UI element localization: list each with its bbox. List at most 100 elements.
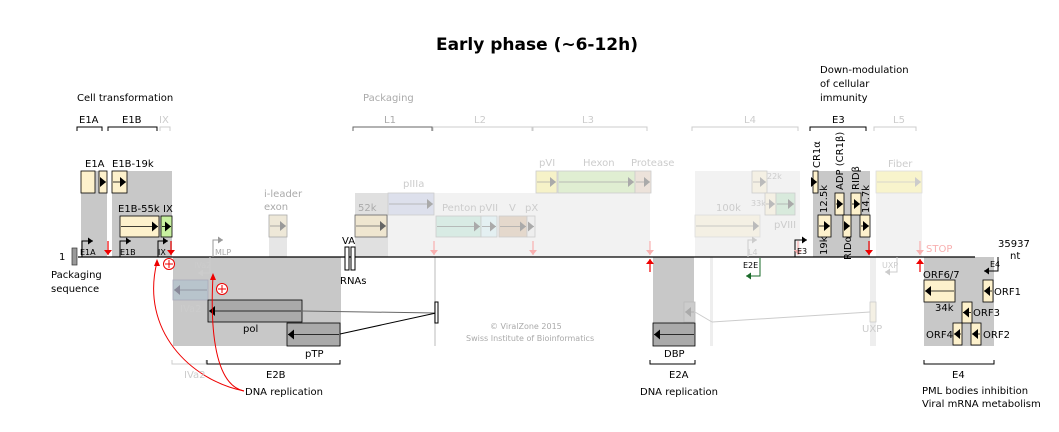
gene-RIDb: RIDβ (851, 166, 862, 190)
tu-E4: E4 (952, 370, 965, 381)
polya-l4-icon-head (794, 250, 802, 255)
mlp-promoter-arrowhead (218, 236, 223, 244)
orf4-arrow-icon (954, 329, 960, 339)
e1a-exon2-arrow-icon (100, 177, 106, 187)
e4-promoter-arrowhead (984, 267, 989, 275)
function-immunity-3: immunity (820, 93, 868, 104)
promoter-E4-label: E4 (990, 260, 1000, 269)
gene-DBP: DBP (664, 349, 685, 360)
gene-ORF1: ORF1 (994, 287, 1021, 298)
piiia-arrow-icon (427, 199, 433, 209)
gene-ORF4: ORF4 (926, 330, 953, 341)
genome-start: 1 (59, 252, 65, 263)
bracket-top-0 (76, 126, 103, 131)
gene-Protease: Protease (631, 158, 674, 169)
function-immunity-1: Down-modulation (820, 65, 909, 76)
gene-UXP: UXP (862, 324, 882, 335)
va-rna-2 (350, 246, 356, 271)
bracket-top-2 (159, 126, 171, 131)
promoter-E1B-label: E1B (120, 248, 136, 257)
tu-E1A: E1A (79, 115, 99, 126)
tu-L5: L5 (893, 115, 905, 126)
tu-E2B: E2B (266, 370, 286, 381)
gene-E1A: E1A (85, 159, 105, 170)
e1a-exon1-box (80, 170, 96, 194)
fiber-arrow-icon (915, 177, 921, 187)
tu-L4: L4 (744, 115, 756, 126)
polya-e2a-icon-head (646, 259, 654, 264)
adp-arrow-icon (837, 199, 843, 209)
promoter-IVa2-label: IVa2 (194, 261, 211, 270)
tu-IX: IX (159, 115, 169, 126)
gene-pVII: pVII (479, 203, 498, 214)
function-cell-transformation: Cell transformation (77, 93, 173, 104)
bracket-top-6 (691, 126, 799, 131)
gene-VA: VA (342, 236, 355, 247)
e3-promoter-arrowhead (802, 236, 807, 244)
e2e-promoter-arrowhead (746, 272, 751, 280)
bracket-bottom-1 (206, 360, 341, 365)
v-arrow-icon (520, 221, 526, 232)
bracket-top-7 (809, 126, 867, 131)
orf6-7-arrow-icon (925, 286, 931, 296)
14-7k-arrow-icon (863, 221, 869, 231)
dna-replication-e2b: DNA replication (245, 387, 323, 398)
e1b-19k-arrow-icon (120, 177, 126, 187)
polya-l5-icon-head (916, 250, 924, 255)
px-arrow-icon (528, 221, 534, 232)
uxp-box (869, 301, 877, 323)
ix-arrow-icon (165, 221, 171, 232)
origin-plus-cross-1 (218, 285, 226, 293)
replication-curve-1-head (154, 259, 160, 266)
22k-arrow-icon (760, 177, 766, 187)
l4-promoter-arrowhead (752, 236, 757, 244)
promoter-IX-label: IX (158, 248, 166, 257)
cr1a-arrow-icon (811, 177, 817, 187)
gene-Hexon: Hexon (583, 158, 615, 169)
origin-plus-cross-0 (165, 260, 173, 268)
bracket-top-5 (532, 126, 648, 131)
promoter-L4-label: L4 (748, 248, 758, 257)
orf3-arrow-icon (963, 307, 969, 318)
bracket-top-3 (352, 126, 433, 131)
tu-IVa2: IVa2 (184, 370, 206, 381)
gene-12-5k: 12.5k (819, 185, 830, 213)
e2b-exon-mark (434, 301, 439, 324)
promoter-UXP-label: UXP (882, 261, 898, 270)
promoter-E2E-label: E2E (743, 261, 758, 270)
gene-pX: pX (525, 203, 538, 214)
tu-E2A: E2A (669, 370, 689, 381)
va-rna-1 (344, 246, 350, 271)
gene-34k: 34k (935, 303, 954, 314)
polya-e3-icon-head (865, 250, 873, 255)
polya-l3-icon-head (646, 250, 654, 255)
33k-arrow-icon (769, 199, 775, 209)
gene-Fiber: Fiber (888, 159, 913, 170)
uxp-promoter-arrowhead (885, 268, 890, 276)
promoter-E1A-label: E1A (80, 248, 96, 257)
gene-pVI: pVI (539, 158, 555, 169)
gene-RNAs: RNAs (340, 276, 366, 287)
hexon-arrow-icon (628, 177, 634, 187)
replication-curve-2-head (210, 273, 216, 280)
credit-1: © ViralZone 2015 (490, 322, 562, 331)
gene-i-leader-1: i-leader (264, 189, 303, 200)
ptp-splice-line (339, 312, 437, 335)
rida-arrow-icon (844, 221, 850, 231)
genome-unit: nt (1010, 251, 1020, 262)
tu-L2: L2 (474, 115, 486, 126)
bracket-top-8 (873, 126, 917, 131)
gene-ORF2: ORF2 (983, 330, 1010, 341)
genome-end: 35937 (998, 239, 1030, 250)
e1b-55k-arrow-icon (152, 221, 158, 232)
gene-i-leader-2: exon (264, 202, 288, 213)
pol-splice-line (301, 310, 437, 314)
uxp-splice-line (711, 311, 871, 323)
e4-function-1: PML bodies inhibition (922, 386, 1028, 397)
iva2-promoter-arrowhead (198, 269, 203, 277)
dna-replication-e2a: DNA replication (640, 387, 718, 398)
gene-52k: 52k (358, 203, 377, 214)
e1a-promoter-arrowhead (88, 237, 93, 245)
uxp-column (870, 257, 876, 346)
dbp-arrow-icon (654, 329, 660, 340)
